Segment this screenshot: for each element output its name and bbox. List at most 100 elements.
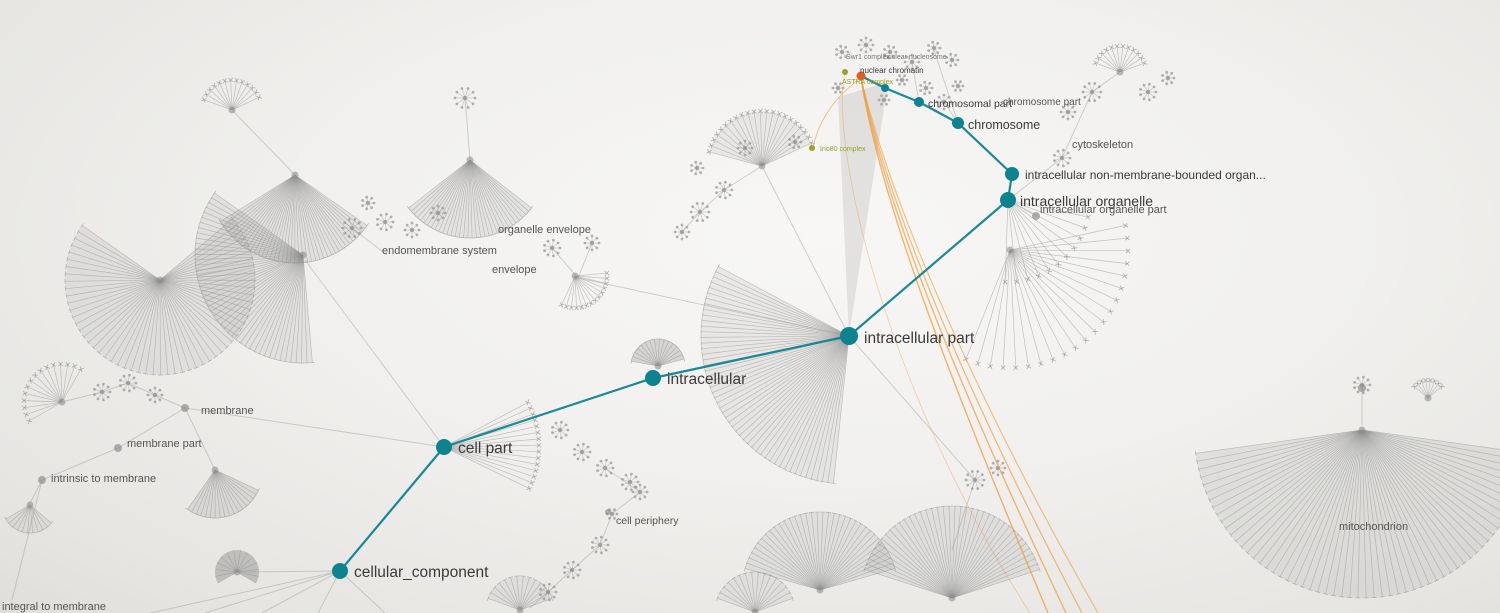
term-label[interactable]: intrinsic to membrane	[51, 473, 156, 485]
term-flower-cluster[interactable]	[1053, 148, 1072, 168]
term-label[interactable]: cell periphery	[616, 515, 679, 527]
term-node-small[interactable]	[1358, 384, 1366, 392]
term-flower-cluster[interactable]	[341, 218, 363, 239]
term-flower-cluster[interactable]	[964, 470, 986, 490]
term-label-small[interactable]: ASTRA complex	[842, 79, 893, 86]
term-flower-cluster[interactable]	[453, 87, 477, 109]
cluster-center-node[interactable]	[571, 272, 579, 280]
term-flower-cluster[interactable]	[788, 134, 803, 150]
term-flower-cluster[interactable]	[146, 386, 164, 404]
term-label-intracellular_part[interactable]: intracellular part	[864, 330, 975, 347]
term-flower-cluster[interactable]	[857, 36, 875, 54]
term-flower-cluster[interactable]	[989, 459, 1007, 477]
term-flower-cluster[interactable]	[631, 483, 649, 501]
term-flower-cluster[interactable]	[919, 80, 934, 96]
term-label-small[interactable]: nuclear nucleosome	[884, 54, 947, 61]
term-label[interactable]: intracellular organelle part	[1040, 204, 1167, 216]
term-label[interactable]: integral to membrane	[2, 601, 106, 613]
term-cluster[interactable]	[706, 108, 815, 170]
term-label[interactable]: membrane	[201, 405, 254, 417]
term-flower-cluster[interactable]	[119, 373, 138, 393]
term-flower-cluster[interactable]	[835, 44, 850, 60]
cluster-center-node[interactable]	[758, 162, 766, 170]
term-label[interactable]: membrane part	[127, 438, 202, 450]
cluster-center-node[interactable]	[299, 251, 307, 259]
term-node-small[interactable]	[605, 509, 611, 515]
term-node-cellular_component[interactable]	[332, 563, 348, 579]
cluster-center-node[interactable]	[816, 586, 824, 594]
term-cluster[interactable]	[4, 501, 54, 534]
term-cluster[interactable]	[185, 466, 260, 519]
term-flower-cluster[interactable]	[736, 139, 754, 157]
term-label-small[interactable]: Swr1 complex	[846, 54, 890, 61]
term-node-intracellular_part[interactable]	[840, 327, 858, 345]
term-label[interactable]: organelle envelope	[498, 224, 591, 236]
term-flower-cluster[interactable]	[715, 180, 734, 200]
term-cluster[interactable]	[1092, 43, 1148, 76]
term-cluster[interactable]	[962, 222, 1131, 371]
cluster-center-node[interactable]	[1116, 68, 1124, 76]
term-cluster[interactable]	[406, 156, 534, 239]
term-label-intracellular[interactable]: intracellular	[667, 371, 746, 388]
term-node-chromosomal_part[interactable]	[914, 97, 924, 107]
cluster-center-node[interactable]	[156, 276, 164, 284]
term-node-small[interactable]	[1032, 212, 1040, 220]
term-flower-cluster[interactable]	[551, 420, 570, 440]
term-node-nuclear_chromatin_node[interactable]	[856, 71, 866, 81]
term-node-cell_part[interactable]	[436, 439, 452, 455]
cluster-center-node[interactable]	[1006, 246, 1014, 254]
term-cluster[interactable]	[194, 190, 315, 364]
term-label[interactable]: endomembrane system	[382, 245, 497, 257]
accent-term-node[interactable]	[842, 69, 848, 75]
cluster-center-node[interactable]	[1424, 394, 1432, 402]
term-cluster[interactable]	[700, 264, 853, 484]
term-cluster[interactable]	[630, 338, 686, 370]
term-flower-cluster[interactable]	[543, 238, 562, 258]
term-label-chromosomal_part[interactable]: chromosomal part	[928, 98, 1012, 110]
term-label[interactable]: chromosome part	[1003, 97, 1081, 108]
term-flower-cluster[interactable]	[945, 52, 960, 68]
term-flower-cluster[interactable]	[1139, 82, 1158, 102]
term-flower-cluster[interactable]	[361, 195, 376, 211]
term-flower-cluster[interactable]	[1059, 103, 1077, 121]
term-flower-cluster[interactable]	[903, 53, 921, 71]
term-flower-cluster[interactable]	[583, 234, 601, 252]
term-cluster[interactable]	[863, 505, 1041, 602]
term-node-small[interactable]	[181, 404, 189, 412]
cluster-center-node[interactable]	[516, 606, 524, 613]
cluster-center-node[interactable]	[228, 106, 236, 114]
term-flower-cluster[interactable]	[596, 458, 615, 478]
term-label-cell_part[interactable]: cell part	[458, 440, 513, 457]
cluster-center-node[interactable]	[1358, 426, 1366, 434]
term-flower-cluster[interactable]	[563, 560, 582, 580]
term-flower-cluster[interactable]	[403, 221, 421, 239]
term-label[interactable]: envelope	[492, 264, 537, 276]
term-flower-cluster[interactable]	[673, 223, 691, 241]
term-flower-cluster[interactable]	[621, 472, 640, 492]
term-flower-cluster[interactable]	[1081, 82, 1103, 102]
term-cluster[interactable]	[1194, 426, 1500, 599]
term-label-chromosome[interactable]: chromosome	[968, 118, 1040, 132]
term-flower-cluster[interactable]	[376, 212, 395, 232]
term-flower-cluster[interactable]	[93, 382, 112, 402]
term-label-intracellular_organelle[interactable]: intracellular organelle	[1020, 193, 1153, 209]
term-cluster[interactable]	[1411, 377, 1445, 402]
term-label-cellular_component[interactable]: cellular_component	[354, 564, 489, 581]
term-cluster[interactable]	[21, 361, 85, 425]
cluster-center-node[interactable]	[211, 466, 219, 474]
term-cluster[interactable]	[215, 550, 259, 584]
term-cluster[interactable]	[486, 575, 554, 613]
term-node-intracellular_nmb_organelle[interactable]	[1005, 167, 1019, 181]
cluster-center-node[interactable]	[948, 594, 956, 602]
term-cluster[interactable]	[716, 571, 794, 613]
term-flower-cluster[interactable]	[935, 93, 953, 111]
term-cluster[interactable]	[218, 171, 369, 264]
cluster-center-node[interactable]	[751, 608, 759, 613]
term-flower-cluster[interactable]	[690, 160, 705, 176]
cluster-center-node[interactable]	[291, 171, 299, 179]
cluster-center-node[interactable]	[654, 362, 662, 370]
term-flower-cluster[interactable]	[877, 94, 891, 106]
term-label-intracellular_nmb_organelle[interactable]: intracellular non-membrane-bounded organ…	[1025, 168, 1266, 182]
term-cluster[interactable]	[1002, 196, 1091, 285]
